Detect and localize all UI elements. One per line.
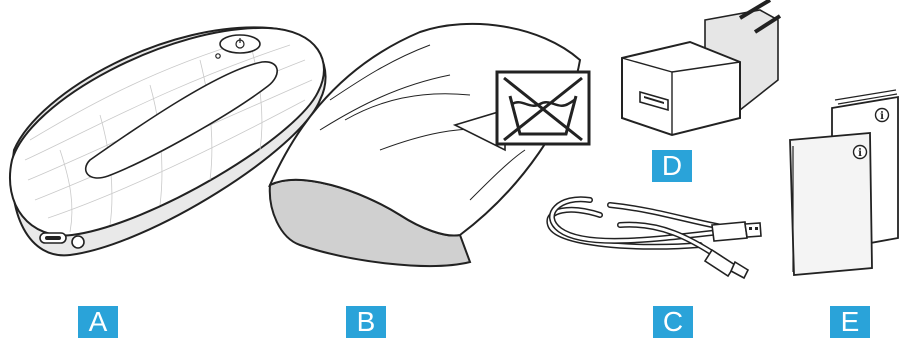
led-indicator-icon: [215, 53, 221, 59]
wall-charger: [621, 0, 782, 137]
info-icon: [852, 144, 868, 160]
usb-plug-icon: [711, 221, 762, 242]
massager-device: [9, 26, 327, 257]
info-icon-glyph: i: [858, 148, 862, 159]
label-d: D: [652, 150, 692, 182]
usb-c-plug-icon: [703, 248, 750, 280]
info-icon-glyph: i: [880, 111, 884, 122]
label-e: E: [830, 306, 870, 338]
manual-booklets: i i: [789, 89, 899, 276]
usb-cable: [546, 196, 743, 261]
label-c: C: [653, 306, 693, 338]
info-icon: [874, 107, 890, 123]
label-a: A: [78, 306, 118, 338]
label-b: B: [346, 306, 386, 338]
power-button-icon: [219, 34, 261, 54]
do-not-wash-icon: [495, 70, 591, 146]
storage-pouch: [267, 22, 591, 267]
